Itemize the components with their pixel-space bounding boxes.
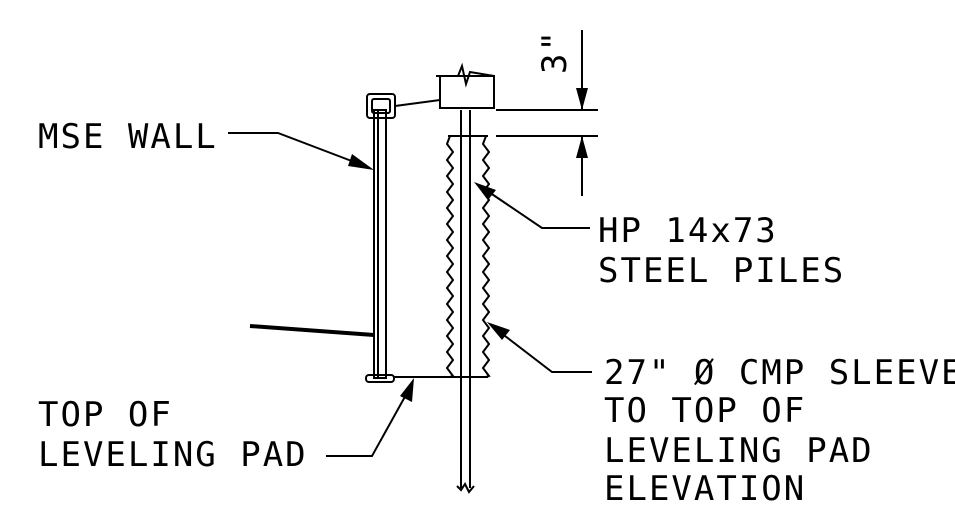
steel-pile: [456, 110, 475, 494]
leveling-pad-leader: [326, 378, 414, 457]
sleeve-label-line2: TO TOP OF: [604, 391, 806, 431]
dimension-label: 3": [535, 29, 575, 74]
dimension-3in: [496, 30, 598, 196]
pile-cap: [436, 62, 495, 109]
pile-label-line1: HP 14x73: [598, 211, 778, 251]
cmp-sleeve: [445, 135, 491, 378]
pad-label-line2: LEVELING PAD: [38, 435, 308, 475]
sleeve-label-line4: ELEVATION: [604, 469, 806, 508]
sleeve-label-line3: LEVELING PAD: [604, 431, 874, 471]
mse-wall-leader: [228, 132, 374, 170]
cmp-sleeve-leader: [487, 322, 592, 373]
steel-piles-leader: [474, 182, 590, 229]
cap-connector-line: [394, 99, 441, 107]
pile-label-line2: STEEL PILES: [598, 251, 845, 291]
pad-label-line1: TOP OF: [38, 395, 173, 435]
mse-wall-panel: [365, 93, 396, 383]
ground-line: [249, 324, 375, 337]
mse-wall-label: MSE WALL: [38, 117, 218, 157]
sleeve-label-line1: 27" Ø CMP SLEEVE: [604, 353, 955, 393]
